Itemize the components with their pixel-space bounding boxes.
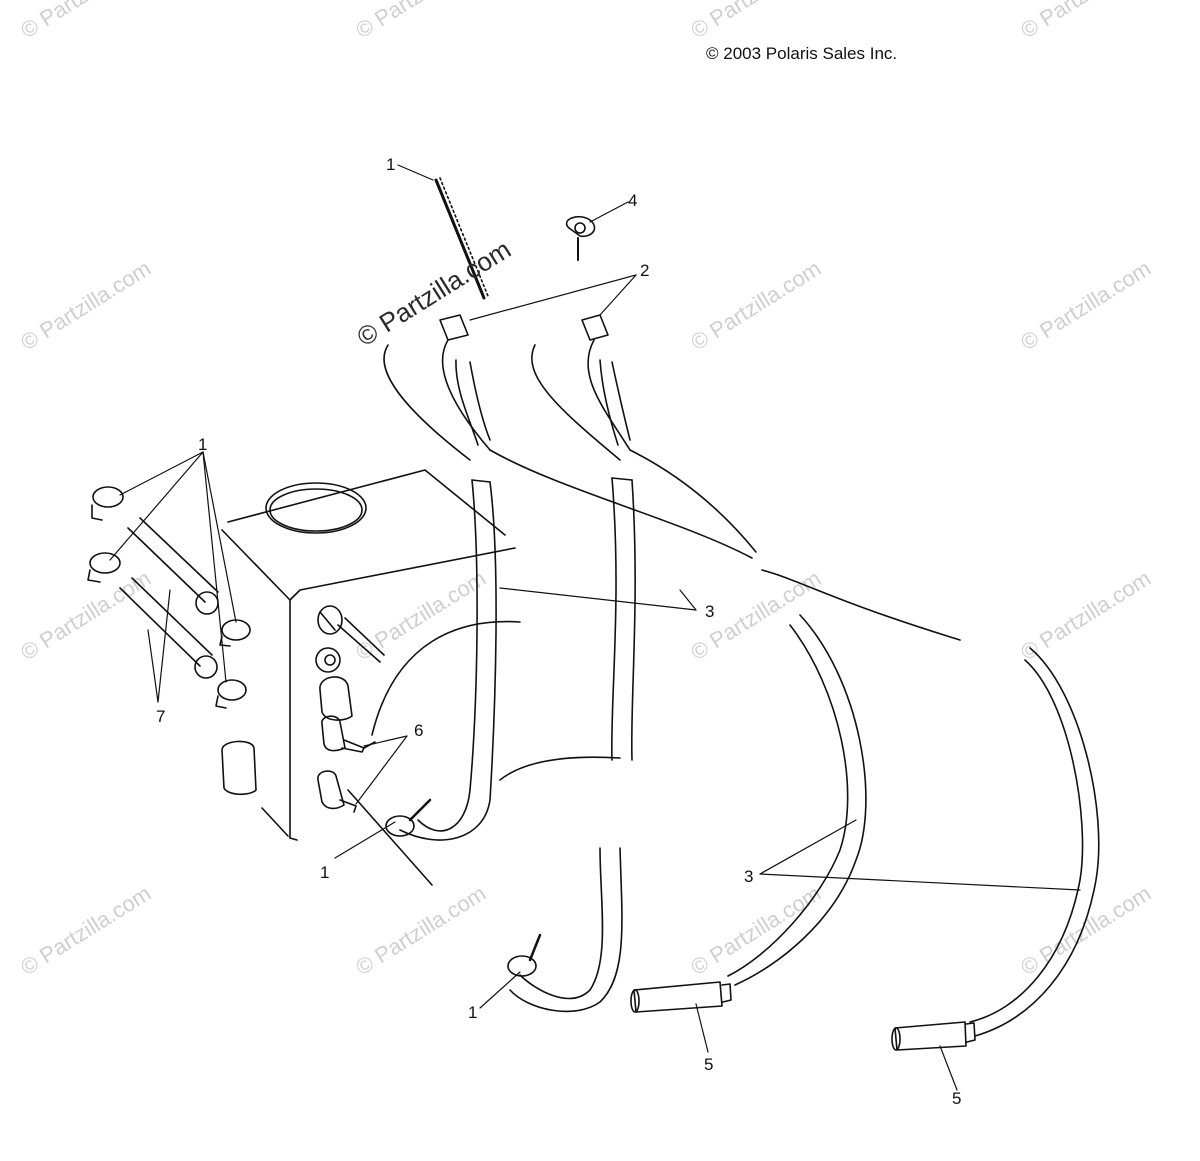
left-clamps-and-hoses <box>87 486 257 796</box>
copyright-notice: © 2003 Polaris Sales Inc. <box>706 44 898 63</box>
callout-1-clamp-bottom: 1 <box>468 1003 478 1022</box>
callout-5-strainer: 5 <box>704 1055 714 1074</box>
leader-lines <box>109 164 1081 1091</box>
strainers <box>630 981 976 1051</box>
tank-fittings <box>315 605 385 813</box>
callout-1-cable-tie: 1 <box>386 155 396 174</box>
callout-4-clamp: 4 <box>628 191 638 210</box>
callout-2-clamps: 2 <box>640 261 650 280</box>
callout-3-hoses-right: 3 <box>744 867 754 886</box>
callout-6-fittings: 6 <box>414 721 424 740</box>
oil-tank <box>221 469 621 886</box>
callout-1-clamp: 1 <box>320 863 330 882</box>
callout-1-clamps: 1 <box>198 435 208 454</box>
hoses <box>383 339 1100 1037</box>
callout-3-hoses: 3 <box>705 602 715 621</box>
callout-7-hoses: 7 <box>156 707 166 726</box>
lower-clamps <box>385 798 542 977</box>
top-parts <box>434 177 609 341</box>
callout-5-strainer-right: 5 <box>952 1089 962 1108</box>
